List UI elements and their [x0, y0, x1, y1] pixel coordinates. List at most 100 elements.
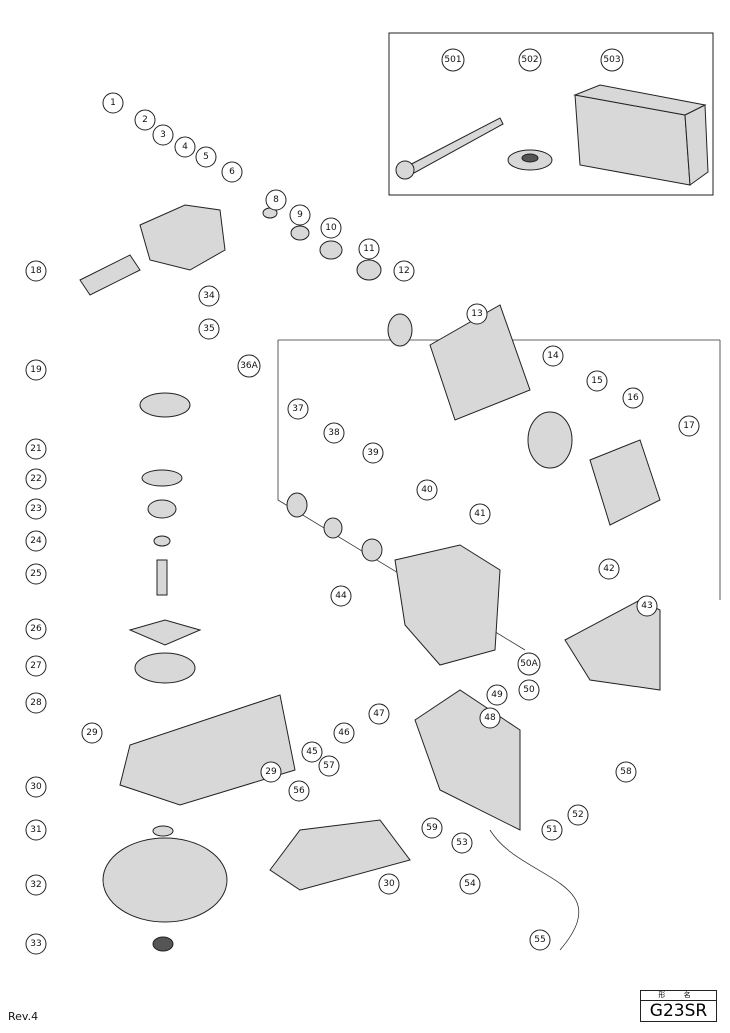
svg-text:50: 50 — [523, 685, 535, 695]
svg-text:32: 32 — [30, 880, 41, 890]
svg-text:35: 35 — [203, 324, 214, 334]
callout-4: 4 — [174, 136, 196, 158]
callout-24: 24 — [25, 530, 47, 552]
svg-text:34: 34 — [203, 291, 215, 301]
svg-text:11: 11 — [363, 244, 374, 254]
accessories-box — [388, 32, 714, 196]
callout-54: 54 — [459, 873, 481, 895]
callout-25: 25 — [25, 563, 47, 585]
svg-text:40: 40 — [421, 485, 433, 495]
svg-text:45: 45 — [306, 747, 317, 757]
gear-cover-part — [139, 204, 226, 271]
callout-29: 29 — [260, 761, 282, 783]
svg-text:41: 41 — [474, 509, 485, 519]
callout-40: 40 — [416, 479, 438, 501]
callout-19: 19 — [25, 359, 47, 381]
svg-text:18: 18 — [30, 266, 42, 276]
svg-text:8: 8 — [273, 195, 279, 205]
callout-44: 44 — [330, 585, 352, 607]
svg-text:5: 5 — [203, 152, 209, 162]
svg-text:38: 38 — [328, 428, 340, 438]
svg-text:23: 23 — [30, 504, 41, 514]
callout-1: 1 — [102, 92, 124, 114]
callout-52: 52 — [567, 804, 589, 826]
callout-2: 2 — [134, 109, 156, 131]
callout-11: 11 — [358, 238, 380, 260]
callout-30: 30 — [378, 873, 400, 895]
packing-gland-part — [134, 652, 196, 684]
callout-32: 32 — [25, 874, 47, 896]
svg-text:13: 13 — [471, 309, 482, 319]
svg-text:10: 10 — [325, 223, 337, 233]
svg-text:49: 49 — [491, 690, 503, 700]
svg-text:4: 4 — [182, 142, 188, 152]
svg-text:58: 58 — [620, 767, 632, 777]
housing-part — [394, 544, 501, 666]
callout-6: 6 — [221, 161, 243, 183]
callout-26: 26 — [25, 618, 47, 640]
callout-18: 18 — [25, 260, 47, 282]
callout-9: 9 — [289, 204, 311, 226]
wrench-part — [395, 117, 504, 180]
callout-13: 13 — [466, 303, 488, 325]
side-handle-part — [79, 254, 141, 296]
spindle-part — [156, 559, 168, 596]
grinding-wheel-part — [102, 837, 228, 923]
callout-47: 47 — [368, 703, 390, 725]
svg-text:56: 56 — [293, 786, 305, 796]
gasket-part — [128, 619, 202, 646]
callout-33: 33 — [25, 933, 47, 955]
svg-text:31: 31 — [30, 825, 41, 835]
callout-50: 50 — [518, 679, 540, 701]
callout-3: 3 — [152, 124, 174, 146]
svg-text:43: 43 — [641, 601, 652, 611]
callout-36A: 36A — [237, 354, 261, 378]
callout-502: 502 — [518, 48, 542, 72]
svg-text:36A: 36A — [240, 361, 258, 371]
callout-55: 55 — [529, 929, 551, 951]
svg-text:28: 28 — [30, 698, 42, 708]
svg-text:46: 46 — [338, 728, 350, 738]
callout-12: 12 — [393, 260, 415, 282]
svg-text:29: 29 — [265, 767, 277, 777]
callout-31: 31 — [25, 819, 47, 841]
svg-text:26: 26 — [30, 624, 42, 634]
callout-41: 41 — [469, 503, 491, 525]
svg-text:47: 47 — [373, 709, 384, 719]
svg-text:24: 24 — [30, 536, 42, 546]
model-name: G23SR — [649, 1001, 708, 1021]
cord-part — [489, 829, 579, 951]
callout-16: 16 — [622, 387, 644, 409]
callout-34: 34 — [198, 285, 220, 307]
svg-text:25: 25 — [30, 569, 41, 579]
callout-35: 35 — [198, 318, 220, 340]
svg-text:59: 59 — [426, 823, 438, 833]
svg-text:50A: 50A — [520, 659, 538, 669]
callout-501: 501 — [441, 48, 465, 72]
svg-text:501: 501 — [444, 55, 461, 65]
svg-text:51: 51 — [546, 825, 557, 835]
svg-text:30: 30 — [383, 879, 395, 889]
callout-58: 58 — [615, 761, 637, 783]
svg-text:503: 503 — [603, 55, 620, 65]
gear-part — [139, 392, 191, 418]
callout-48: 48 — [479, 707, 501, 729]
svg-text:3: 3 — [160, 130, 166, 140]
callout-38: 38 — [323, 422, 345, 444]
washer-part — [141, 469, 183, 487]
handle-part — [414, 689, 521, 831]
callout-39: 39 — [362, 442, 384, 464]
wheel-nut-part — [152, 936, 174, 952]
svg-text:1: 1 — [110, 98, 116, 108]
callout-43: 43 — [636, 595, 658, 617]
callout-29: 29 — [81, 722, 103, 744]
callout-53: 53 — [451, 832, 473, 854]
callout-45: 45 — [301, 741, 323, 763]
svg-text:39: 39 — [367, 448, 379, 458]
callout-46: 46 — [333, 722, 355, 744]
stator-part — [589, 439, 661, 526]
bearing-part — [147, 499, 177, 519]
callout-42: 42 — [598, 558, 620, 580]
svg-text:14: 14 — [547, 351, 559, 361]
